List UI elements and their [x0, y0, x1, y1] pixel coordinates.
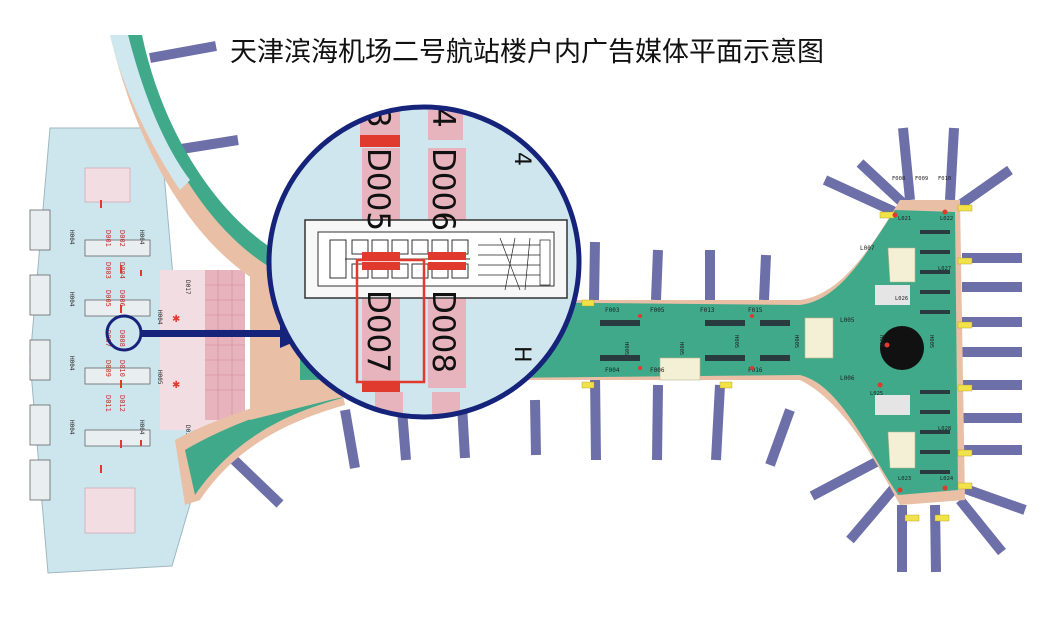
- gate-bridges: [149, 41, 1027, 573]
- ad-label: H004: [68, 356, 75, 371]
- zoom-ad-label-d008: D008: [425, 290, 461, 373]
- ad-label: D003: [104, 262, 112, 279]
- ad-label: D008: [118, 330, 126, 347]
- ad-label: H005: [678, 342, 684, 355]
- zoom-edge-label: 4: [509, 152, 534, 166]
- ad-label: D002: [118, 230, 126, 247]
- ad-label: H004: [68, 230, 75, 245]
- ad-label: F003: [605, 307, 620, 314]
- selected-ad-frame: [355, 258, 426, 384]
- ad-label: H005: [928, 335, 934, 348]
- ad-label: H005: [623, 342, 629, 355]
- ad-label: F005: [650, 307, 665, 314]
- ad-marker-icon: ✱: [172, 380, 180, 391]
- central-rotunda: [880, 326, 924, 370]
- ad-label: F006: [650, 367, 665, 374]
- ad-label: F010: [938, 176, 951, 182]
- ad-label: D018: [184, 425, 191, 440]
- ad-label: F013: [700, 307, 715, 314]
- ad-label: H005: [733, 335, 739, 348]
- ad-label: L005: [840, 317, 855, 324]
- zoom-edge-label: 4: [425, 108, 461, 128]
- ad-label: D012: [118, 395, 126, 412]
- ad-label: D005: [104, 290, 112, 307]
- ad-label: L026: [895, 296, 908, 302]
- ad-label: H005: [793, 335, 799, 348]
- ad-label: D006: [118, 290, 126, 307]
- ad-label: H005: [878, 335, 884, 348]
- ad-label: H004: [138, 420, 145, 435]
- ad-label: F009: [915, 176, 928, 182]
- ad-label: L007: [860, 245, 875, 252]
- ad-label: D001: [104, 230, 112, 247]
- zoom-circle-border: [266, 104, 582, 420]
- ad-label: L006: [840, 375, 855, 382]
- zoom-inset: D005 D006 D007 D008 3 4 4 H: [266, 104, 582, 420]
- ad-label: H004: [68, 292, 75, 307]
- ad-label: H004: [138, 230, 145, 245]
- ad-label: D017: [184, 280, 191, 295]
- ad-label: F008: [892, 176, 905, 182]
- zoom-edge-label: H: [509, 346, 534, 363]
- ad-label: D010: [118, 360, 126, 377]
- ad-label: L021: [898, 216, 911, 222]
- ad-label: L028: [938, 426, 951, 432]
- map-title: 天津滨海机场二号航站楼户内广告媒体平面示意图: [230, 37, 824, 68]
- ad-label: F004: [605, 367, 620, 374]
- ad-label: D009: [104, 360, 112, 377]
- ad-label: H005: [156, 370, 163, 385]
- ad-label: D011: [104, 395, 112, 412]
- ad-label: F016: [748, 367, 763, 374]
- zoom-ad-label-d005: D005: [360, 148, 396, 231]
- zoom-ad-label-d007: D007: [360, 290, 396, 373]
- ad-label: H004: [68, 420, 75, 435]
- ad-label: L022: [940, 216, 953, 222]
- ad-label: H004: [156, 310, 163, 325]
- central-concourse: F003 F004 F005 F006 F013 F015 F016 L005 …: [250, 176, 973, 522]
- ad-label: L025: [870, 391, 883, 397]
- zoom-ad-label-d006: D006: [425, 148, 461, 231]
- ad-label: L027: [938, 266, 951, 272]
- ad-marker-icon: ✱: [172, 314, 180, 325]
- ad-label: L024: [940, 476, 954, 482]
- ad-label: L023: [898, 476, 911, 482]
- ad-label: F015: [748, 307, 763, 314]
